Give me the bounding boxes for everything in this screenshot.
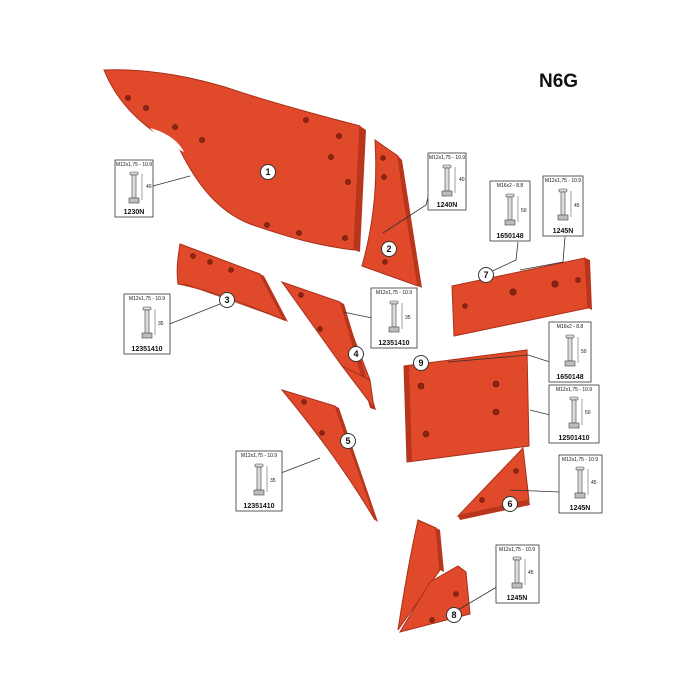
svg-text:45: 45 (591, 480, 597, 486)
part-9-plate (403, 349, 530, 463)
callout-3: 3 (219, 292, 235, 308)
callout-2: 2 (381, 241, 397, 257)
svg-text:45: 45 (528, 570, 534, 576)
svg-text:8: 8 (451, 610, 456, 620)
svg-text:50: 50 (585, 410, 591, 416)
svg-text:2: 2 (386, 244, 391, 254)
svg-text:40: 40 (146, 184, 152, 190)
svg-text:M16x2 - 8.8: M16x2 - 8.8 (557, 324, 584, 330)
callout-8: 8 (446, 607, 462, 623)
svg-text:1245N: 1245N (507, 595, 528, 602)
bolt-box-12351410-a: M12x1,75 - 10.9 35 12351410 (123, 293, 171, 355)
bolt-box-1650148-b: M16x2 - 8.8 50 1650148 (548, 321, 592, 383)
part-2-shin (361, 139, 422, 288)
svg-text:1650148: 1650148 (556, 374, 583, 381)
callout-9: 9 (413, 355, 429, 371)
svg-text:1240N: 1240N (437, 202, 458, 209)
svg-text:1245N: 1245N (553, 228, 574, 235)
svg-text:M12x1,75 - 10.9: M12x1,75 - 10.9 (116, 162, 152, 168)
svg-text:12351410: 12351410 (378, 340, 409, 347)
bolt-box-12501410: M12x1,75 - 10.9 50 12501410 (548, 384, 600, 444)
part-5-share (280, 389, 378, 522)
bolt-box-1245N-a: M12x1,75 - 10.9 45 1245N (542, 175, 584, 237)
svg-text:35: 35 (405, 315, 411, 321)
svg-text:M12x1,75 - 10.9: M12x1,75 - 10.9 (129, 296, 165, 302)
part-7-bar (451, 257, 592, 337)
bolt-box-1230N: M12x1,75 - 10.9 40 1230N (114, 159, 154, 218)
svg-text:M12x1,75 - 10.9: M12x1,75 - 10.9 (429, 155, 465, 161)
svg-text:35: 35 (270, 478, 276, 484)
svg-text:1: 1 (265, 167, 270, 177)
svg-text:12351410: 12351410 (131, 346, 162, 353)
svg-text:35: 35 (158, 321, 164, 327)
svg-text:9: 9 (418, 358, 423, 368)
svg-text:M12x1,75 - 10.9: M12x1,75 - 10.9 (499, 547, 535, 553)
model-title: N6G (539, 71, 578, 92)
callout-4: 4 (348, 346, 364, 362)
svg-text:45: 45 (574, 203, 580, 209)
svg-text:1650148: 1650148 (496, 233, 523, 240)
svg-text:40: 40 (459, 177, 465, 183)
svg-text:6: 6 (507, 499, 512, 509)
part-6-wedge (456, 446, 530, 520)
part-3-share (176, 243, 288, 322)
callout-5: 5 (340, 433, 356, 449)
bolt-box-12351410-c: M12x1,75 - 10.9 35 12351410 (235, 450, 283, 512)
svg-text:M16x2 - 8.8: M16x2 - 8.8 (497, 183, 524, 189)
svg-text:1230N: 1230N (124, 209, 145, 216)
svg-text:12501410: 12501410 (558, 435, 589, 442)
svg-text:M12x1,75 - 10.9: M12x1,75 - 10.9 (562, 457, 598, 463)
svg-text:M12x1,75 - 10.9: M12x1,75 - 10.9 (556, 387, 592, 393)
svg-text:3: 3 (224, 295, 229, 305)
bolt-box-1650148-a: M16x2 - 8.8 50 1650148 (489, 180, 531, 242)
bolt-box-1245N-c: M12x1,75 - 10.9 45 1245N (495, 544, 540, 604)
svg-text:M12x1,75 - 10.9: M12x1,75 - 10.9 (241, 453, 277, 459)
callout-1: 1 (260, 164, 276, 180)
bolt-box-1245N-b: M12x1,75 - 10.9 45 1245N (558, 454, 603, 514)
part-4-share (280, 281, 376, 410)
svg-text:1245N: 1245N (570, 505, 591, 512)
svg-text:M12x1,75 - 10.9: M12x1,75 - 10.9 (545, 178, 581, 184)
svg-text:7: 7 (483, 270, 488, 280)
svg-text:5: 5 (345, 436, 350, 446)
callout-6: 6 (502, 496, 518, 512)
callout-7: 7 (478, 267, 494, 283)
bolt-box-12351410-b: M12x1,75 - 10.9 35 12351410 (370, 287, 418, 349)
svg-text:M12x1,75 - 10.9: M12x1,75 - 10.9 (376, 290, 412, 296)
svg-text:12351410: 12351410 (243, 503, 274, 510)
bolt-box-1240N: M12x1,75 - 10.9 40 1240N (427, 152, 467, 211)
svg-text:50: 50 (521, 208, 527, 214)
svg-text:50: 50 (581, 349, 587, 355)
part-1-mouldboard (103, 69, 366, 252)
svg-text:4: 4 (353, 349, 358, 359)
